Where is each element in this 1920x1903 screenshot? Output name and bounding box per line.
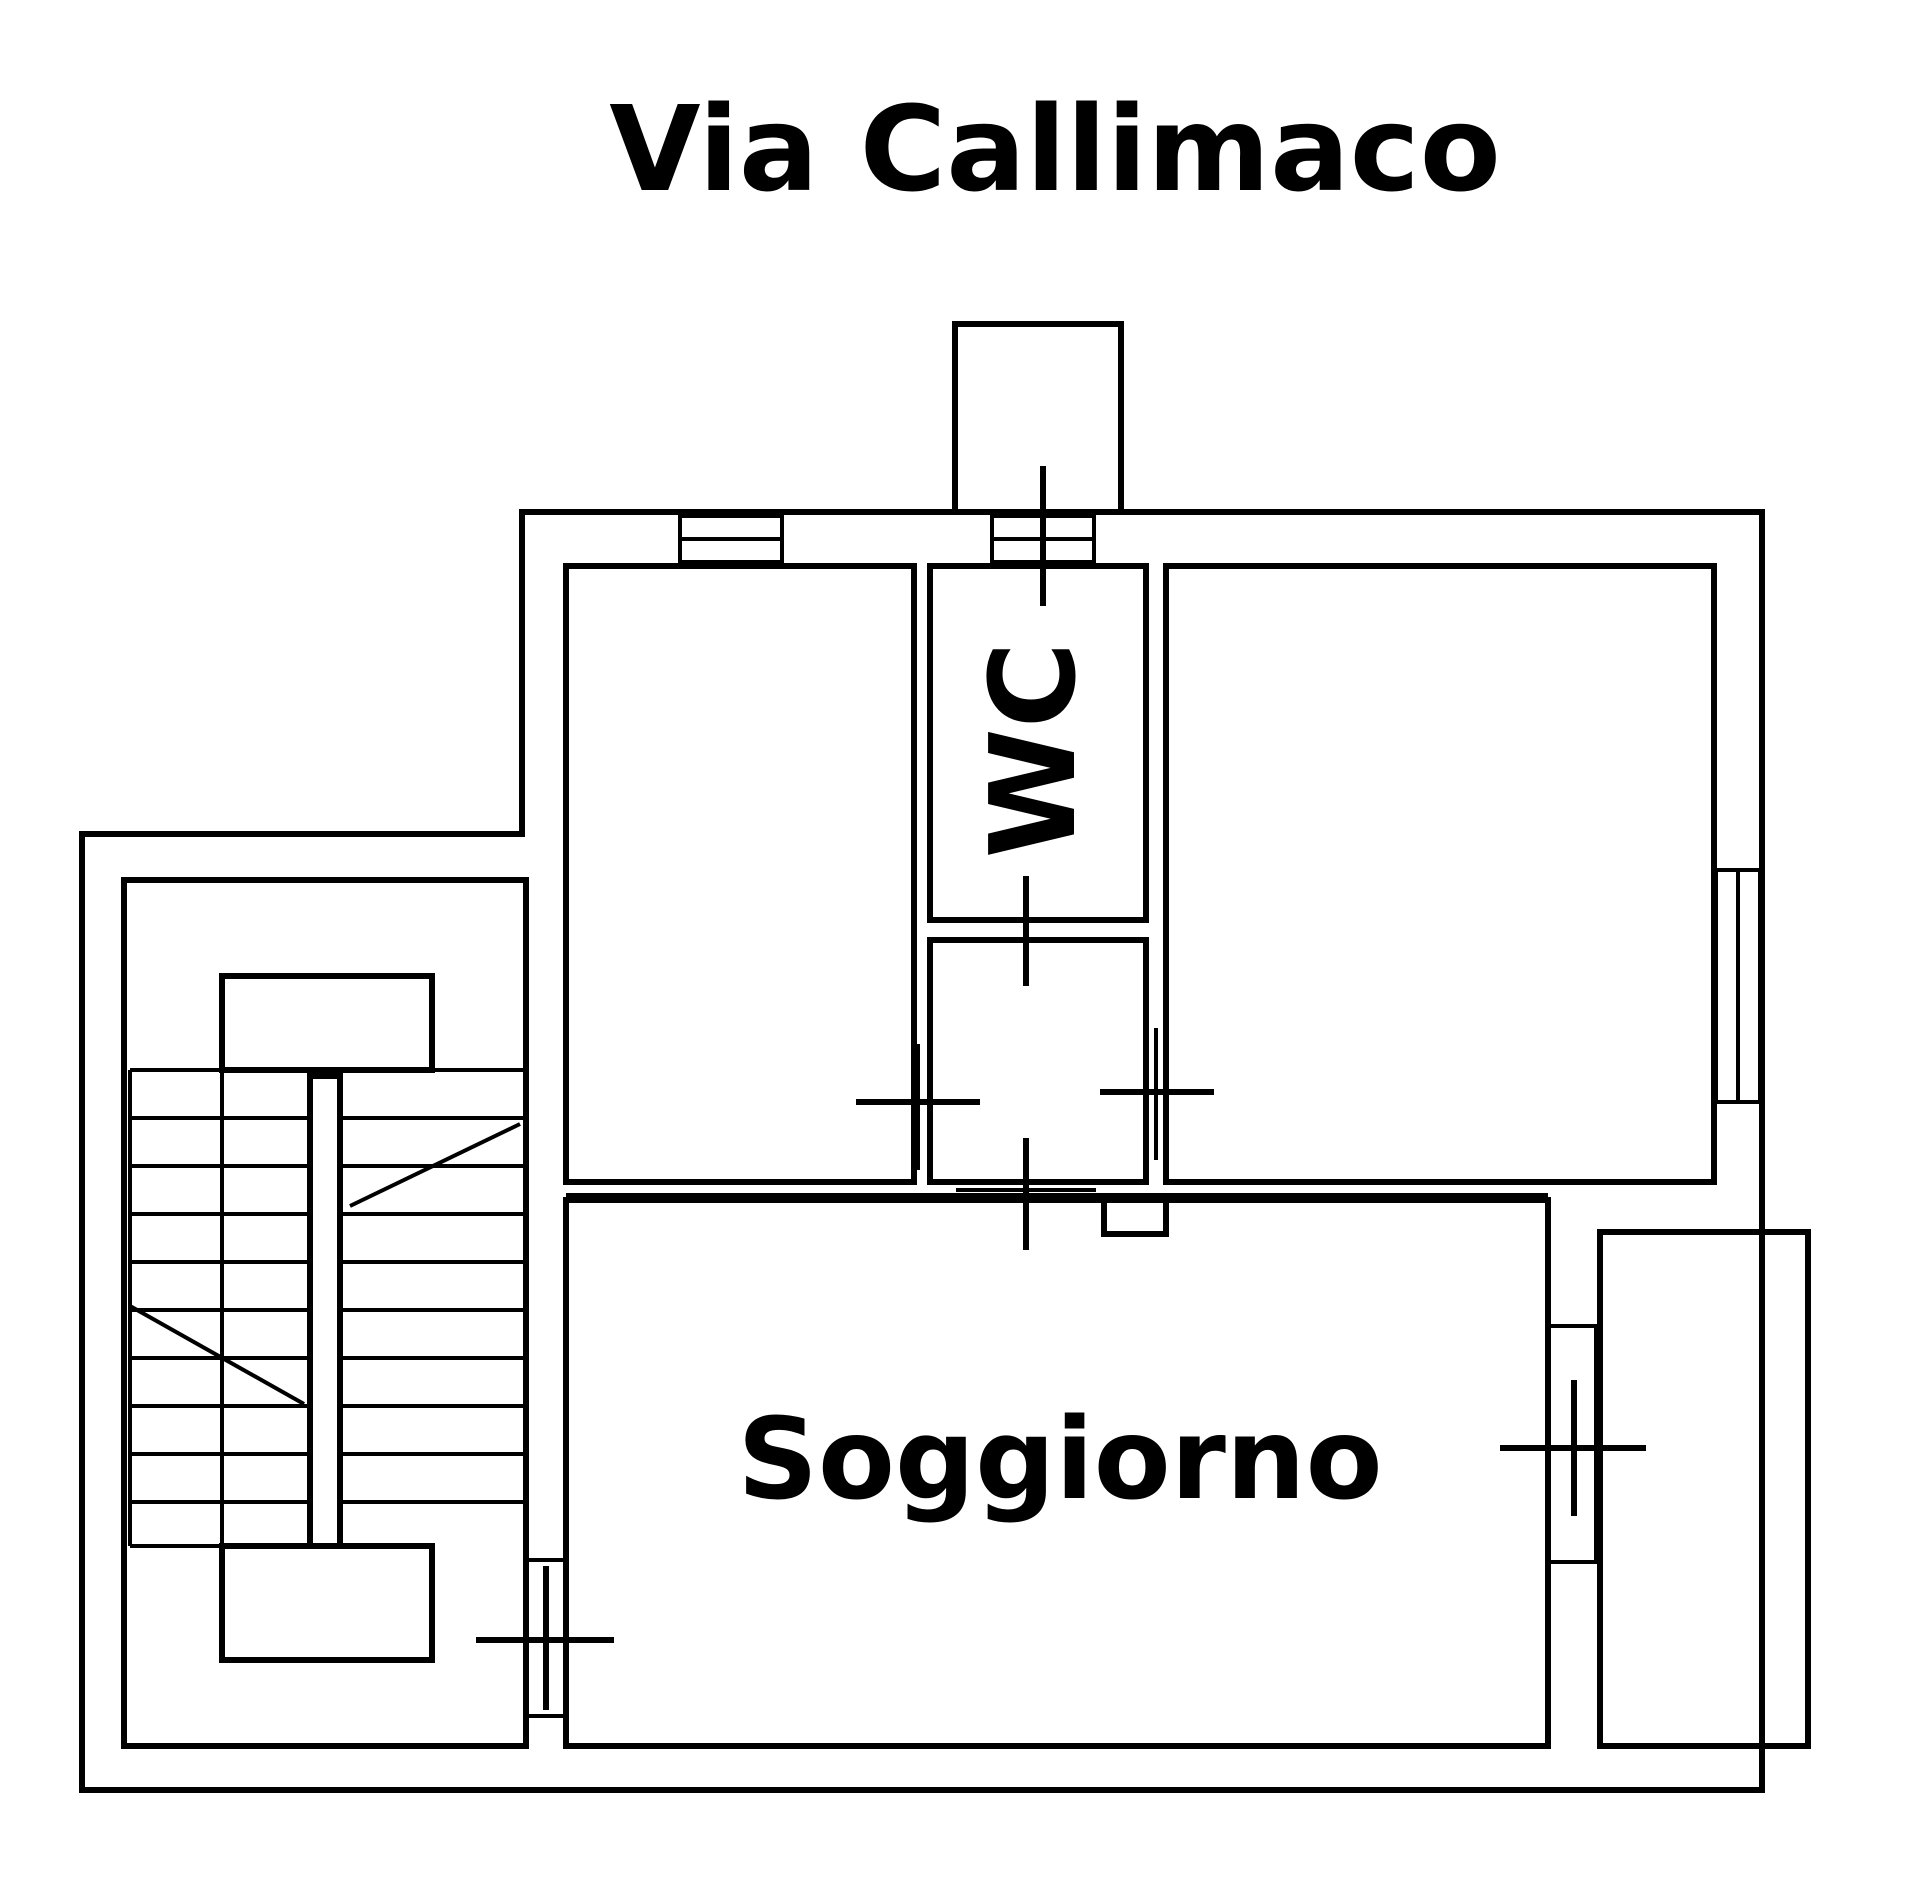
street-label: Via Callimaco (609, 80, 1501, 218)
stair-break-line-left (129, 1304, 305, 1406)
door-right-room (1100, 1028, 1214, 1160)
stair-treads (130, 1068, 526, 1504)
wc-label: WC (964, 642, 1102, 859)
door-wc (956, 876, 1086, 986)
stair-break-line-right (349, 1122, 521, 1208)
door-entrance (476, 1558, 614, 1718)
stair-landing-bottom (219, 1543, 435, 1663)
door-balcony (1500, 1324, 1646, 1564)
door-living (956, 1138, 1096, 1250)
room-left-bedroom (563, 563, 917, 1185)
outer-wall (79, 509, 1765, 1793)
stair-landing-top (219, 973, 435, 1073)
soggiorno-label: Soggiorno (737, 1395, 1382, 1525)
window-top-left (678, 514, 784, 564)
chimney-block (952, 321, 1124, 515)
room-right-bedroom (1163, 563, 1717, 1185)
room-balcony (1597, 1229, 1811, 1749)
wall-notch (1101, 1196, 1169, 1237)
room-hall (927, 937, 1149, 1185)
door-left-room (856, 1044, 980, 1170)
stair-well (307, 1073, 343, 1549)
stair-enclosure (121, 877, 529, 1749)
window-right (1714, 868, 1762, 1104)
